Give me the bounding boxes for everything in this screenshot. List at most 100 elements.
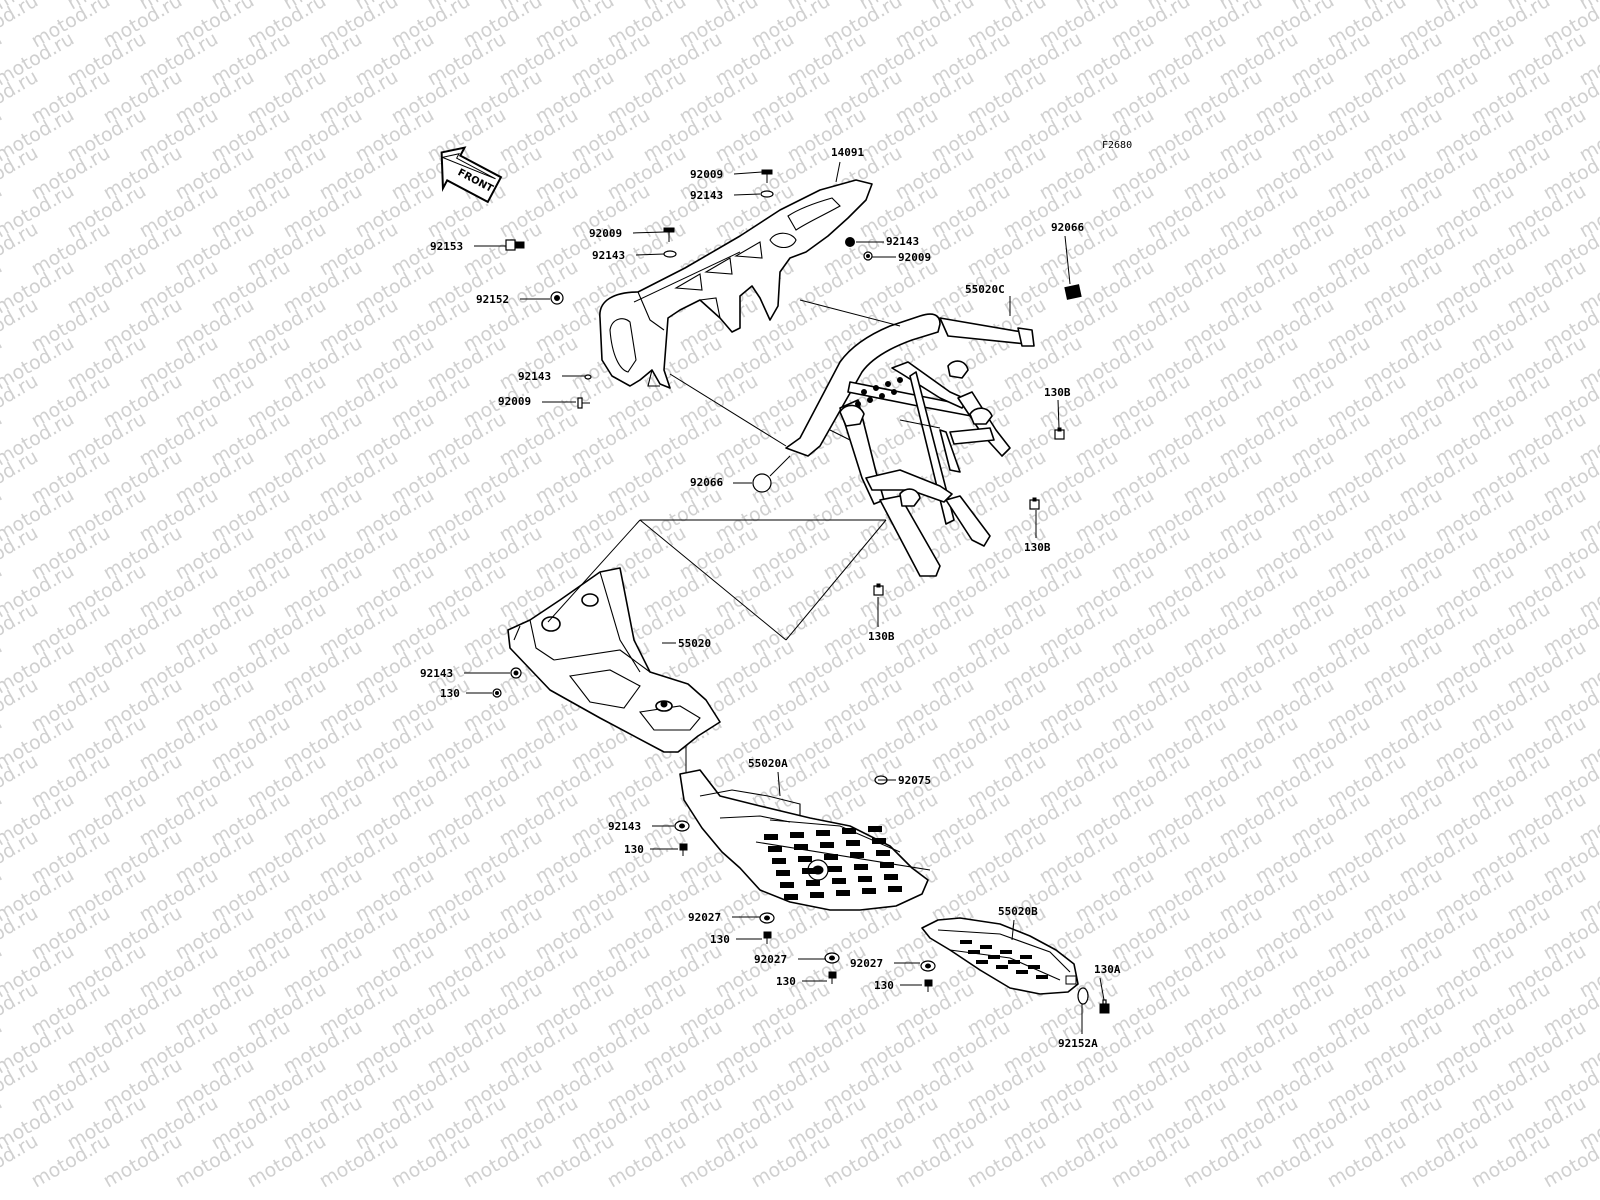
part-number-label: 130A [1094, 963, 1121, 976]
slot [858, 876, 872, 882]
slot [802, 868, 816, 874]
bolt-icon [828, 971, 837, 984]
bolt-icon [505, 239, 525, 251]
washer-icon [663, 250, 677, 258]
slot [1020, 955, 1032, 959]
part-number-label: 55020A [748, 757, 788, 770]
bolt-icon [492, 688, 502, 698]
part-number-label: 92075 [898, 774, 931, 787]
part-number-label: 92009 [498, 395, 531, 408]
part-number-label: 130B [1024, 541, 1051, 554]
slot [772, 858, 786, 864]
part-number-label: 92143 [886, 235, 919, 248]
bolt-icon [873, 583, 884, 596]
cap-icon [1064, 284, 1082, 300]
washer-icon [824, 952, 840, 964]
slot [816, 830, 830, 836]
slot [862, 888, 876, 894]
slot [820, 842, 834, 848]
washer-icon [674, 820, 690, 832]
washer-icon [920, 960, 936, 972]
slot [776, 870, 790, 876]
washer-icon [1077, 987, 1089, 1005]
figure-code: F2680 [1102, 140, 1132, 151]
slot [1036, 975, 1048, 979]
slot [824, 854, 838, 860]
callout-92143-a: 92143 [690, 189, 761, 202]
slot [836, 890, 850, 896]
part-number-label: 55020C [965, 283, 1005, 296]
washer-icon [760, 190, 774, 198]
part-number-label: 130 [874, 979, 894, 992]
slot [888, 886, 902, 892]
slot [960, 940, 972, 944]
slot [780, 882, 794, 888]
part-number-label: 92066 [1051, 221, 1084, 234]
part-number-label: 92027 [850, 957, 883, 970]
part-number-label: 55020 [678, 637, 711, 650]
slot [976, 960, 988, 964]
slot [980, 945, 992, 949]
part-number-label: 130 [624, 843, 644, 856]
washer-icon [759, 912, 775, 924]
slot [1016, 970, 1028, 974]
slot [828, 866, 842, 872]
callout-92009-c: 92009 [872, 251, 931, 264]
washer-icon [845, 237, 855, 247]
callout-92066-b: 92066 [690, 476, 752, 489]
slot [968, 950, 980, 954]
slot [880, 862, 894, 868]
slot [988, 955, 1000, 959]
washer-icon [510, 667, 522, 679]
slot [764, 834, 778, 840]
washer-icon [584, 374, 592, 380]
part-number-label: 92143 [518, 370, 551, 383]
part-number-label: 92152A [1058, 1037, 1098, 1050]
part-number-label: 92027 [754, 953, 787, 966]
slot [872, 838, 886, 844]
part-number-label: 92027 [688, 911, 721, 924]
part-number-label: 14091 [831, 146, 864, 159]
part-number-label: 130B [868, 630, 895, 643]
part-number-label: 92143 [420, 667, 453, 680]
slot [854, 864, 868, 870]
bolt-icon [1054, 427, 1065, 440]
part-number-label: 130B [1044, 386, 1071, 399]
slot [784, 894, 798, 900]
callout-55020: 55020 [662, 637, 711, 650]
part-number-label: 92009 [690, 168, 723, 181]
part-number-label: 130 [440, 687, 460, 700]
part-number-label: 92143 [690, 189, 723, 202]
slot [806, 880, 820, 886]
part-number-label: 92143 [608, 820, 641, 833]
part-number-label: 55020B [998, 905, 1038, 918]
slot [1028, 965, 1040, 969]
slot [868, 826, 882, 832]
part-number-label: 92009 [898, 251, 931, 264]
slot [768, 846, 782, 852]
slot [810, 892, 824, 898]
slot [1000, 950, 1012, 954]
bolt-icon [1029, 497, 1040, 510]
slot [876, 850, 890, 856]
grommet-icon [550, 291, 564, 305]
slot [996, 965, 1008, 969]
slot [842, 828, 856, 834]
slot [846, 840, 860, 846]
part-number-label: 92143 [592, 249, 625, 262]
part-number-label: 92066 [690, 476, 723, 489]
part-number-label: 130 [710, 933, 730, 946]
slot [798, 856, 812, 862]
slot [884, 874, 898, 880]
bolt-icon [679, 843, 688, 856]
slot [794, 844, 808, 850]
slot [850, 852, 864, 858]
slot [832, 878, 846, 884]
screw-icon [863, 251, 873, 261]
part-number-label: 92152 [476, 293, 509, 306]
slot [790, 832, 804, 838]
part-number-label: 92153 [430, 240, 463, 253]
slot [1008, 960, 1020, 964]
